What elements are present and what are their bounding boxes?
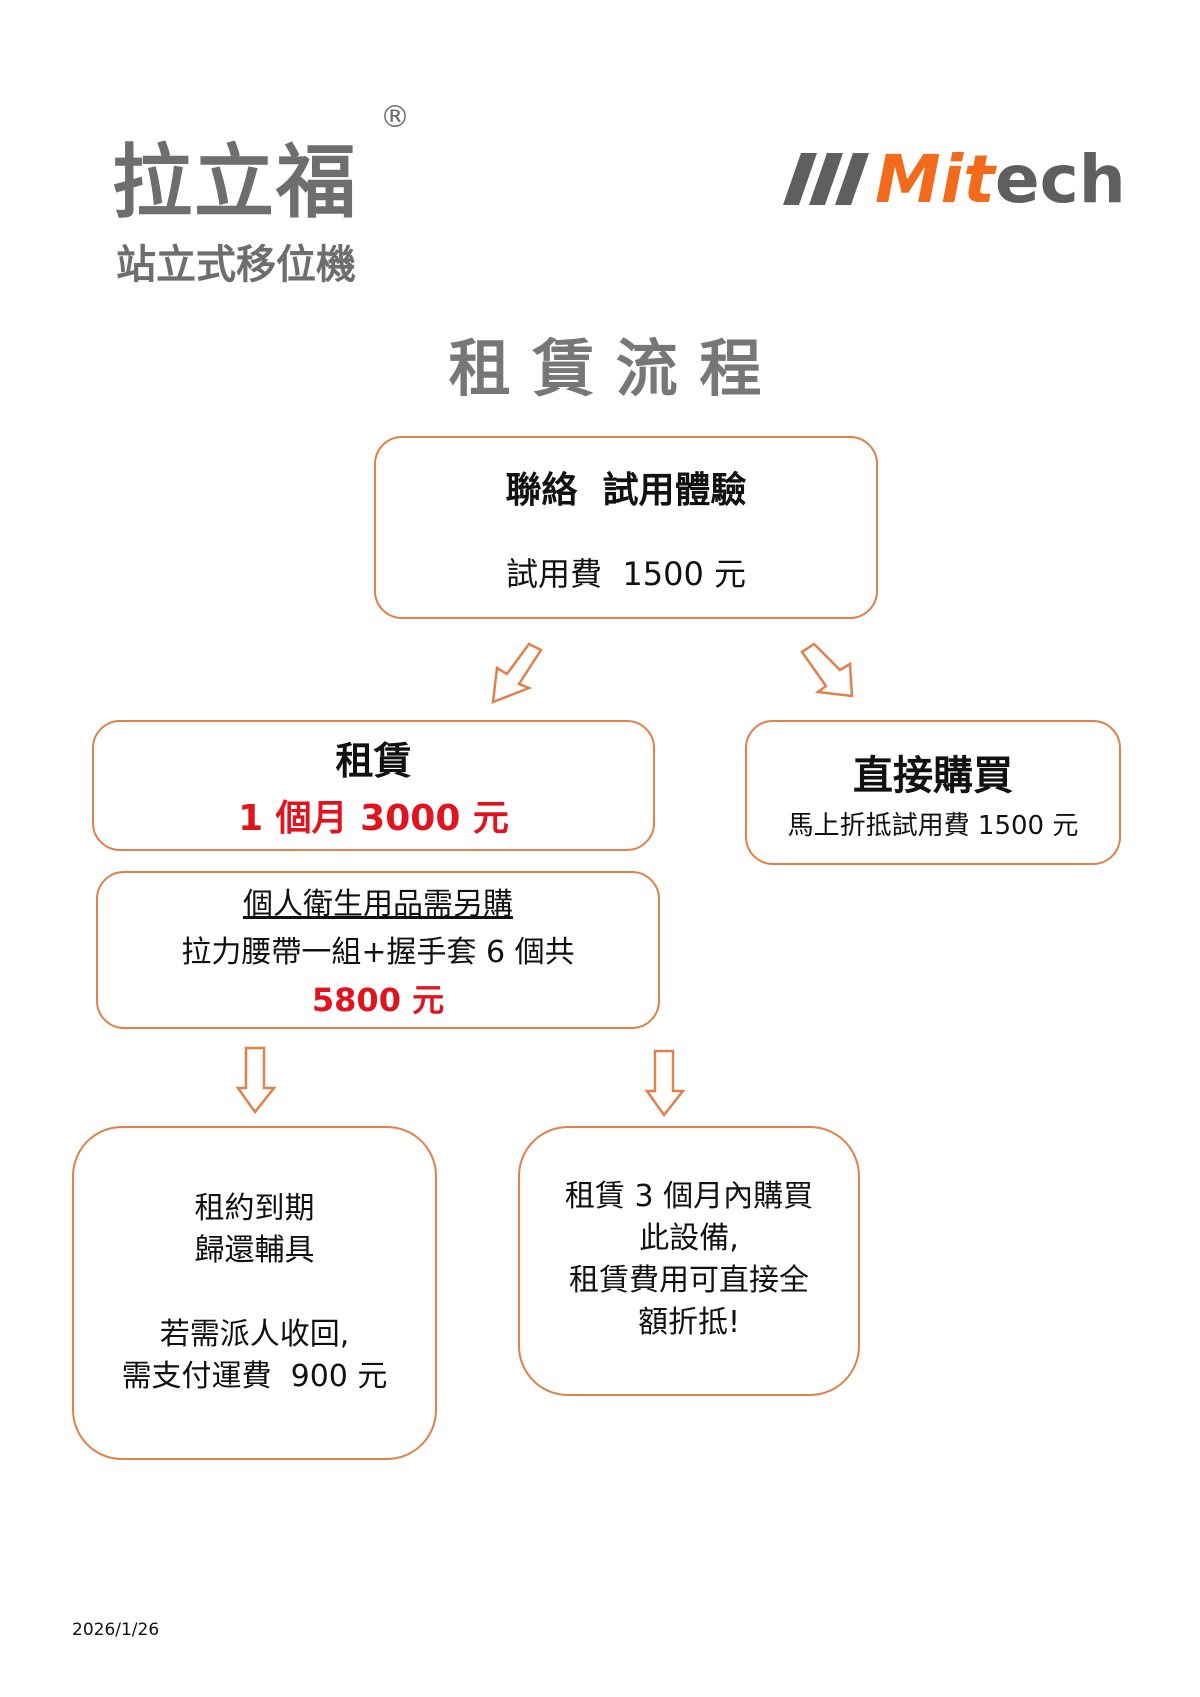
mitech-logo: Mit ech bbox=[783, 141, 1126, 218]
buy-title: 直接購買 bbox=[853, 753, 1013, 799]
stripes-icon bbox=[783, 153, 869, 205]
mitech-logo-suffix: ech bbox=[994, 140, 1126, 218]
arrow-down-right-icon bbox=[800, 642, 854, 698]
return-line4: 需支付運費 900 元 bbox=[121, 1359, 388, 1394]
page-title: 租 賃 流 程 bbox=[448, 332, 762, 405]
brand-logo-cn: 拉立福 bbox=[112, 136, 358, 229]
trial-fee: 試用費 1500 元 bbox=[506, 554, 746, 593]
buy-note: 馬上折抵試用費 1500 元 bbox=[787, 811, 1079, 841]
hygiene-items: 拉力腰帶一組+握手套 6 個共 bbox=[181, 935, 575, 970]
footer-date: 2026/1/26 bbox=[72, 1620, 160, 1640]
hygiene-title: 個人衛生用品需另購 bbox=[243, 887, 513, 922]
trial-title: 聯絡 試用體驗 bbox=[505, 469, 747, 511]
mitech-logo-prefix: Mit bbox=[875, 140, 995, 218]
purchase-line3: 租賃費用可直接全 bbox=[569, 1263, 809, 1298]
hygiene-box: 個人衛生用品需另購 拉力腰帶一組+握手套 6 個共 5800 元 bbox=[96, 871, 660, 1029]
rent-title: 租賃 bbox=[335, 739, 412, 783]
return-line3: 若需派人收回, bbox=[159, 1317, 350, 1352]
arrow-down-icon bbox=[236, 1046, 276, 1114]
buy-box: 直接購買 馬上折抵試用費 1500 元 bbox=[745, 720, 1121, 865]
rent-price: 1 個月 3000 元 bbox=[238, 798, 509, 839]
return-line2: 歸還輔具 bbox=[194, 1233, 315, 1268]
arrow-down-left-icon bbox=[491, 642, 543, 704]
purchase-box: 租賃 3 個月內購買 此設備, 租賃費用可直接全 額折抵! bbox=[518, 1126, 860, 1396]
purchase-line4: 額折抵! bbox=[637, 1305, 741, 1340]
purchase-line1: 租賃 3 個月內購買 bbox=[564, 1179, 814, 1214]
purchase-line2: 此設備, bbox=[639, 1221, 739, 1256]
registered-mark: ® bbox=[380, 100, 410, 135]
trial-box: 聯絡 試用體驗 試用費 1500 元 bbox=[374, 436, 878, 619]
hygiene-price: 5800 元 bbox=[311, 981, 445, 1019]
arrow-down-icon bbox=[645, 1049, 685, 1117]
brand-subtitle: 站立式移位機 bbox=[116, 242, 356, 288]
return-line1: 租約到期 bbox=[194, 1191, 315, 1226]
return-box: 租約到期 歸還輔具 若需派人收回, 需支付運費 900 元 bbox=[72, 1126, 437, 1460]
rent-box: 租賃 1 個月 3000 元 bbox=[92, 720, 655, 851]
